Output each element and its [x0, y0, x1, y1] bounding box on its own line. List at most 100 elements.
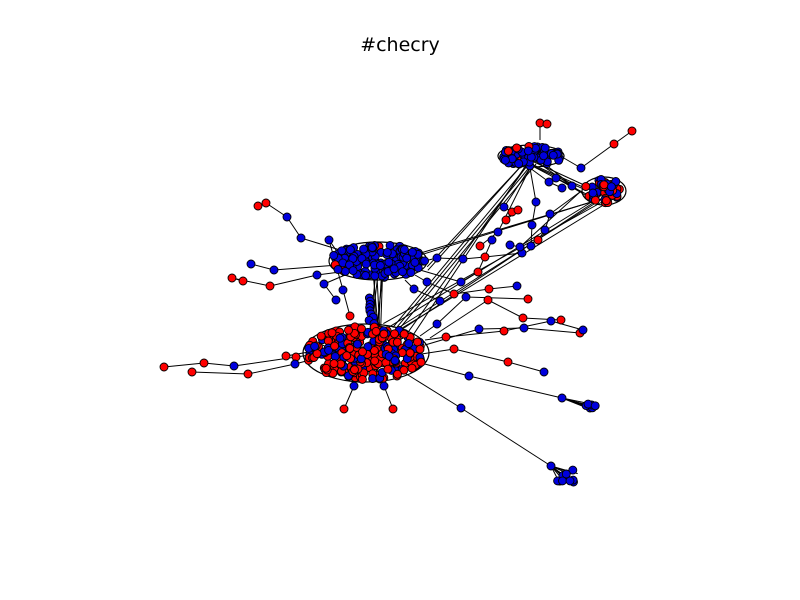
node-blue [389, 264, 399, 274]
node-blue [331, 295, 341, 305]
node-red [501, 215, 511, 225]
network-edge [342, 289, 351, 317]
network-edge [427, 163, 524, 271]
node-blue [407, 247, 417, 257]
node-blue [557, 183, 567, 193]
node-blue [324, 235, 334, 245]
node-blue [548, 150, 558, 160]
node-red [321, 363, 331, 373]
node-red [512, 143, 522, 153]
node-red [281, 351, 291, 361]
node-blue [515, 242, 525, 252]
node-red [199, 358, 209, 368]
node-blue [526, 241, 536, 251]
node-blue [588, 188, 598, 198]
network-edge [273, 264, 339, 271]
node-red [473, 267, 483, 277]
network-edge [247, 363, 296, 375]
node-red [449, 289, 459, 299]
node-blue [499, 202, 509, 212]
node-red [345, 343, 355, 353]
node-red [513, 205, 523, 215]
node-blue [519, 323, 529, 333]
node-blue [337, 246, 347, 256]
node-blue [456, 277, 466, 287]
network-edge [484, 252, 523, 258]
network-edge [488, 285, 518, 290]
node-red [390, 329, 399, 339]
network-edge [436, 296, 467, 325]
node-blue [390, 356, 400, 365]
network-edge [503, 167, 531, 208]
network-edge [424, 328, 480, 346]
node-red [441, 332, 451, 342]
node-blue [399, 245, 409, 255]
network-edge [523, 327, 581, 334]
node-red [601, 196, 611, 206]
network-edge [413, 288, 441, 302]
node-blue [567, 181, 577, 191]
network-edge [376, 275, 381, 334]
node-red [518, 313, 528, 323]
network-edge [269, 274, 318, 287]
node-blue [505, 240, 515, 250]
node-blue [348, 266, 358, 276]
node-red [227, 273, 237, 283]
node-blue [330, 352, 340, 361]
node-blue [338, 285, 348, 295]
node-red [383, 364, 393, 374]
node-blue [312, 270, 322, 280]
node-blue [370, 271, 380, 281]
node-red [330, 341, 340, 351]
network-edge [426, 281, 455, 295]
node-red [392, 337, 402, 347]
node-red [542, 119, 552, 129]
node-blue [523, 146, 533, 156]
network-edge [453, 288, 490, 295]
node-red [407, 363, 417, 373]
node-blue [545, 209, 555, 219]
node-red [393, 369, 402, 379]
node-blue [333, 265, 343, 274]
node-blue [568, 465, 578, 475]
node-blue [319, 279, 329, 289]
node-blue [404, 339, 414, 349]
node-red [609, 139, 619, 149]
node-blue [514, 159, 524, 169]
network-edge [421, 198, 602, 254]
node-blue [398, 267, 408, 277]
network-edge [453, 348, 509, 363]
node-blue [420, 256, 430, 266]
node-red [416, 357, 426, 367]
node-red [342, 351, 352, 361]
node-red [581, 182, 591, 191]
node-blue [557, 393, 567, 403]
node-blue [379, 381, 389, 391]
node-blue [375, 261, 385, 270]
network-edge [399, 369, 462, 409]
node-red [415, 344, 425, 354]
node-red [327, 328, 337, 338]
node-blue [500, 155, 510, 165]
node-blue [367, 243, 377, 252]
node-red [371, 326, 381, 336]
network-edge [549, 191, 581, 215]
node-blue [578, 325, 588, 335]
node-blue [359, 244, 369, 254]
network-edge [163, 362, 205, 368]
node-blue [539, 151, 549, 161]
network-edge [191, 371, 249, 375]
network-edge [507, 361, 545, 373]
network-edge [468, 375, 563, 399]
node-blue [246, 259, 256, 269]
node-red [523, 294, 533, 304]
node-blue [432, 319, 442, 329]
figure-title: #checry [360, 34, 440, 56]
node-blue [539, 367, 549, 377]
node-red [261, 198, 271, 208]
node-blue [345, 245, 355, 255]
node-blue [402, 253, 412, 263]
node-red [358, 347, 367, 357]
